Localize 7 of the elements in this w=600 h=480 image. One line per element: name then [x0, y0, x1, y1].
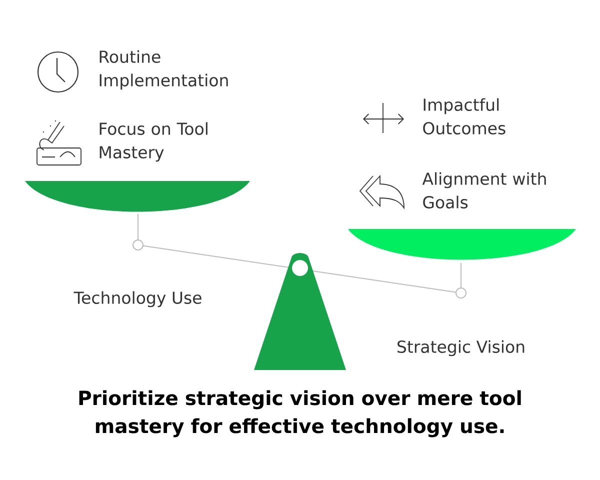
caption: Prioritize strategic vision over mere tool mastery for effective technology use.	[79, 390, 521, 438]
label-text: Technology Use	[74, 291, 202, 308]
label-text: Focus on Tool Mastery	[100, 122, 208, 162]
label-text: Routine Implementation	[100, 50, 228, 90]
label-text: Alignment with Goals	[422, 172, 546, 208]
label-text: Impactful Outcomes	[423, 98, 506, 134]
label-text: Strategic Vision	[398, 340, 524, 356]
